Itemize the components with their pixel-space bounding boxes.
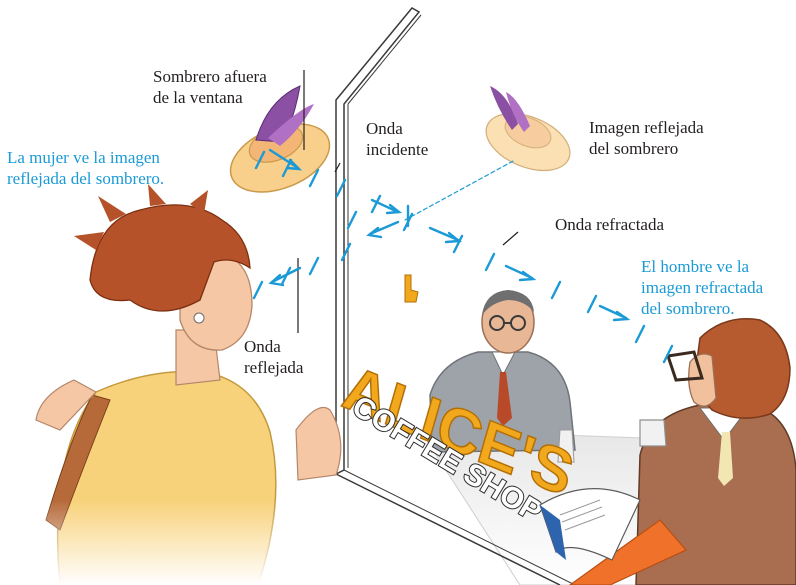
seated-man	[429, 290, 576, 463]
label-hat-outside-line2: de la ventana	[153, 88, 243, 107]
label-woman-sees: La mujer ve la imagen reflejada del somb…	[7, 147, 164, 189]
label-woman-sees-line2: reflejada del sombrero.	[7, 169, 165, 188]
label-reflected-hat-image: Imagen reflejada del sombrero	[589, 117, 704, 159]
label-hat-outside-line1: Sombrero afuera	[153, 67, 267, 86]
label-reflected-wave: Onda reflejada	[244, 336, 303, 378]
open-book	[539, 488, 641, 561]
incident-ray	[268, 148, 303, 171]
label-man-sees-line2: imagen refractada	[641, 278, 764, 297]
label-woman-sees-line1: La mujer ve la imagen	[7, 148, 160, 167]
foreground-man	[568, 318, 796, 585]
label-incident-wave-line1: Onda	[366, 119, 403, 138]
hat-outside-window	[229, 85, 331, 193]
label-reflected-wave-line2: reflejada	[244, 358, 304, 377]
label-man-sees: El hombre ve la imagen refractada del so…	[641, 256, 763, 319]
label-reflected-wave-line1: Onda	[244, 337, 281, 356]
label-hat-outside: Sombrero afuera de la ventana	[153, 66, 267, 108]
hat-reflected-image	[485, 86, 571, 172]
reflected-rays	[268, 204, 410, 287]
refracted-rays	[370, 198, 631, 322]
wave-annotations	[252, 148, 674, 364]
woman	[0, 184, 342, 585]
leader-lines	[297, 70, 519, 333]
label-man-sees-line3: del sombrero.	[641, 299, 735, 318]
label-reflected-hat-image-line2: del sombrero	[589, 139, 679, 158]
label-incident-wave-line2: incidente	[366, 140, 429, 159]
virtual-image-line	[404, 159, 516, 221]
label-man-sees-line1: El hombre ve la	[641, 257, 750, 276]
label-reflected-hat-image-line1: Imagen reflejada	[589, 118, 704, 137]
label-refracted-wave-line1: Onda refractada	[555, 215, 665, 234]
label-refracted-wave: Onda refractada	[555, 214, 664, 235]
label-incident-wave: Onda incidente	[366, 118, 428, 160]
